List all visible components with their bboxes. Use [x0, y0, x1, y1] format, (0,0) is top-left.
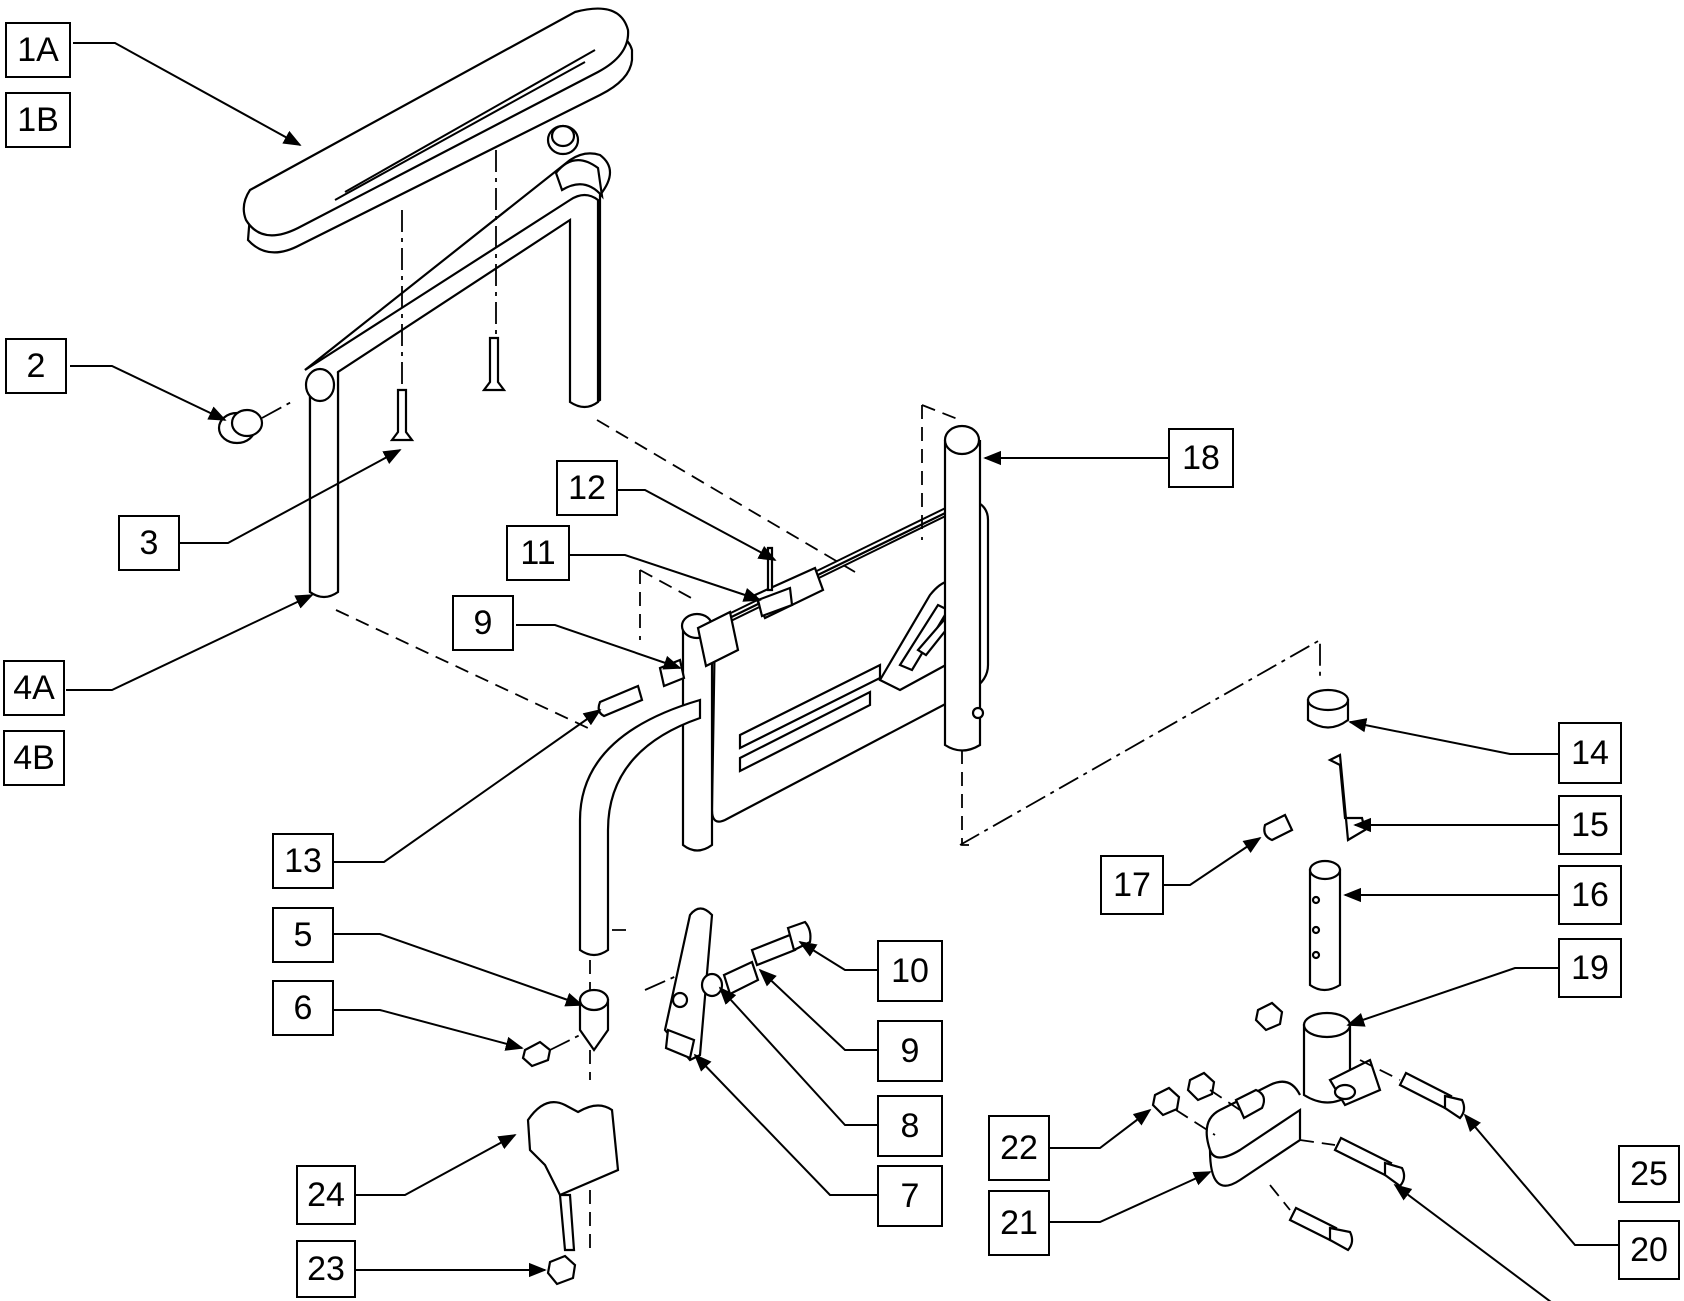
callout-14: 14 — [1558, 722, 1622, 784]
arm-pad-part — [242, 7, 634, 254]
spring-part-2 — [722, 960, 760, 996]
cap-part — [1306, 688, 1350, 729]
callout-7: 7 — [877, 1165, 943, 1227]
callout-leaders — [66, 42, 1618, 1301]
bolt-part-4 — [1398, 1071, 1466, 1120]
end-cap-part — [217, 408, 264, 445]
callout-20: 20 — [1618, 1220, 1680, 1280]
callout-25: 25 — [1618, 1145, 1680, 1203]
callout-10: 10 — [877, 940, 943, 1002]
callout-21: 21 — [988, 1190, 1050, 1256]
cradle-clamp-part — [1205, 1080, 1302, 1187]
bent-tube-part — [578, 698, 702, 957]
callout-2: 2 — [5, 338, 67, 394]
tube-insert-part — [1308, 859, 1342, 992]
callout-17: 17 — [1100, 855, 1164, 915]
rear-post-part — [943, 424, 985, 752]
callout-4b: 4B — [3, 730, 65, 786]
callout-6: 6 — [272, 980, 334, 1036]
socket-bracket-part — [1302, 1011, 1382, 1107]
bolt-part-2 — [1288, 1206, 1354, 1252]
callout-8: 8 — [877, 1095, 943, 1157]
latch-part — [1327, 753, 1367, 842]
callout-3: 3 — [118, 515, 180, 571]
screw-part — [389, 336, 507, 442]
bolt-part-3 — [1333, 1136, 1406, 1188]
nut-part-4 — [1186, 1071, 1216, 1102]
top-cap-part — [546, 124, 580, 156]
nut-part — [521, 1040, 552, 1068]
callout-11: 11 — [506, 525, 570, 581]
dowel-part — [1263, 813, 1294, 842]
callout-4a: 4A — [3, 660, 65, 716]
pin-part — [766, 546, 774, 592]
lever-part — [663, 907, 714, 1062]
callout-1a: 1A — [5, 22, 71, 78]
mount-block-part — [696, 610, 740, 668]
spring-part — [658, 658, 686, 688]
callout-18: 18 — [1168, 428, 1234, 488]
callout-9-upper: 9 — [452, 595, 514, 651]
callout-22: 22 — [988, 1115, 1050, 1181]
insert-part — [578, 988, 610, 1052]
nut-part-2 — [546, 1254, 577, 1286]
washer-part — [700, 972, 724, 998]
nut-part-5 — [1151, 1086, 1181, 1117]
nut-part-3 — [1254, 1001, 1284, 1032]
clamp-part — [526, 1101, 620, 1252]
callout-24: 24 — [296, 1165, 356, 1225]
side-panel-part — [699, 498, 990, 823]
pivot-pin-part — [597, 684, 644, 718]
arm-tube-part — [304, 152, 612, 599]
callout-16: 16 — [1558, 865, 1622, 925]
callout-13: 13 — [272, 833, 334, 889]
callout-12: 12 — [556, 460, 618, 516]
callout-19: 19 — [1558, 938, 1622, 998]
callout-9-lower: 9 — [877, 1020, 943, 1082]
callout-1b: 1B — [5, 92, 71, 148]
callout-23: 23 — [296, 1240, 356, 1298]
callout-15: 15 — [1558, 795, 1622, 855]
front-post-part — [680, 612, 714, 852]
callout-5: 5 — [272, 907, 334, 963]
clip-part — [753, 566, 825, 620]
